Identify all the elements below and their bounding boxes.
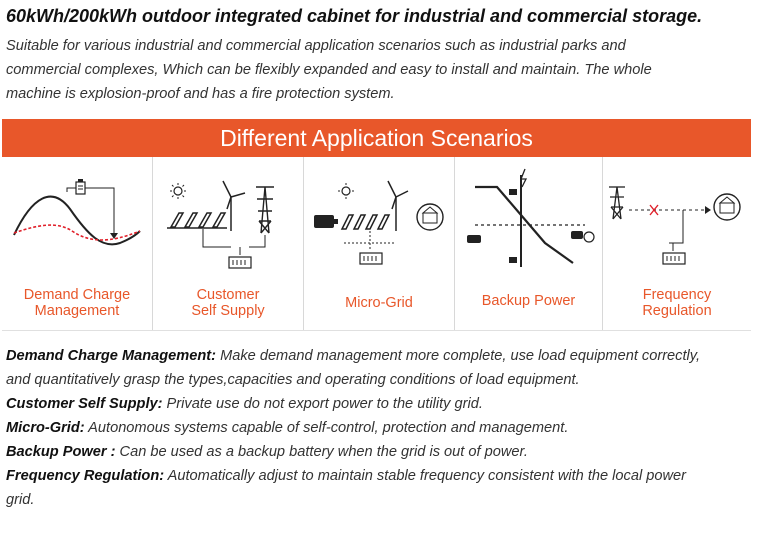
scenario-label: Frequency Regulation — [603, 287, 751, 319]
panel-divider — [602, 157, 603, 330]
scenario-label-line: Backup Power — [481, 293, 576, 309]
description-line: Micro-Grid: Autonomous systems capable o… — [6, 416, 756, 440]
scenarios-panel-strip: Demand Charge Management — [2, 157, 751, 331]
intro-paragraph: Suitable for various industrial and comm… — [6, 34, 746, 106]
scenario-label-line: Regulation — [642, 303, 712, 319]
solar-wind-grid-icon — [167, 180, 274, 269]
scenario-backup-power: Backup Power — [455, 157, 602, 330]
scenario-self-supply: Customer Self Supply — [153, 157, 303, 330]
description-term: Micro-Grid: — [6, 420, 85, 436]
scenario-label: Micro-Grid — [304, 295, 454, 311]
description-line: and quantitatively grasp the types,capac… — [6, 368, 756, 392]
page-title: 60kWh/200kWh outdoor integrated cabinet … — [6, 6, 703, 26]
scenario-label-line: Self Supply — [191, 303, 265, 319]
scenario-micro-grid: Micro-Grid — [304, 157, 454, 330]
description-line: Frequency Regulation: Automatically adju… — [6, 464, 756, 488]
scenario-label-line: Demand Charge — [23, 287, 131, 303]
panel-divider — [303, 157, 304, 330]
description-text: Autonomous systems capable of self-contr… — [84, 420, 569, 436]
frequency-regulation-icon — [609, 186, 741, 265]
scenario-descriptions: Demand Charge Management: Make demand ma… — [6, 344, 756, 512]
description-text: Private use do not export power to the u… — [162, 396, 483, 412]
demand-curve-icon — [13, 179, 141, 246]
intro-line: commercial complexes, Which can be flexi… — [6, 62, 652, 78]
backup-power-icon — [467, 168, 595, 267]
panel-divider — [152, 157, 153, 330]
description-text: grid. — [6, 492, 35, 508]
scenario-frequency-regulation: Frequency Regulation — [603, 157, 751, 330]
scenario-demand-charge: Demand Charge Management — [2, 157, 152, 330]
description-line: Customer Self Supply: Private use do not… — [6, 392, 756, 416]
panel-divider — [454, 157, 455, 330]
scenario-label: Customer Self Supply — [153, 287, 303, 319]
micro-grid-icon — [314, 180, 444, 265]
scenarios-banner: Different Application Scenarios — [2, 119, 751, 157]
scenario-label-line: Micro-Grid — [345, 295, 413, 311]
description-term: Frequency Regulation: — [6, 468, 165, 484]
description-text: and quantitatively grasp the types,capac… — [6, 372, 580, 388]
description-text: Can be used as a backup battery when the… — [115, 444, 528, 460]
description-text: Automatically adjust to maintain stable … — [164, 468, 686, 484]
scenario-label-line: Management — [34, 303, 120, 319]
scenario-label-line: Customer — [196, 287, 260, 303]
scenario-label: Demand Charge Management — [2, 287, 152, 319]
description-line: Demand Charge Management: Make demand ma… — [6, 344, 756, 368]
scenario-label-line: Frequency — [642, 287, 712, 303]
description-line: grid. — [6, 488, 756, 512]
scenario-label: Backup Power — [455, 293, 602, 309]
description-term: Demand Charge Management: — [6, 348, 217, 364]
description-term: Customer Self Supply: — [6, 396, 163, 412]
intro-line: Suitable for various industrial and comm… — [6, 38, 626, 54]
intro-line: machine is explosion-proof and has a fir… — [6, 86, 395, 102]
description-text: Make demand management more complete, us… — [216, 348, 701, 364]
description-term: Backup Power : — [6, 444, 116, 460]
description-line: Backup Power : Can be used as a backup b… — [6, 440, 756, 464]
